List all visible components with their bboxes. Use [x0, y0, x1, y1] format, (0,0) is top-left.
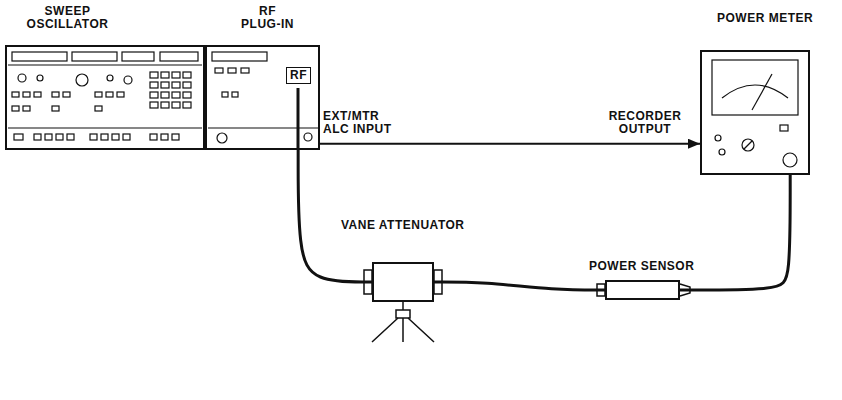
oscillator-panel: [37, 75, 43, 81]
oscillator-panel: [150, 134, 157, 140]
power-meter-face: [712, 60, 798, 115]
oscillator-panel: [107, 75, 113, 81]
oscillator-panel: [8, 127, 202, 128]
oscillator-panel: [52, 106, 59, 111]
oscillator-panel: [90, 134, 97, 140]
attenuator-body: [396, 310, 410, 318]
power-meter-face: [719, 149, 725, 155]
power-meter-face: [744, 141, 752, 149]
oscillator-panel: [14, 134, 23, 140]
oscillator-panel: [67, 134, 74, 140]
oscillator-panel: [172, 102, 180, 108]
oscillator-panel: [112, 134, 119, 140]
oscillator-panel: [172, 92, 180, 98]
oscillator-panel: [12, 52, 67, 61]
oscillator-panel: [183, 102, 191, 108]
oscillator-panel: [23, 106, 30, 111]
plug-in-panel: [228, 68, 236, 73]
power-meter-face: [712, 60, 798, 167]
rf-cable: [434, 282, 605, 290]
power-meter-face: [752, 74, 772, 110]
plug-in-panel: [215, 68, 223, 73]
oscillator-panel: [161, 92, 169, 98]
signal-label: EXT/MTR ALC INPUT: [323, 110, 407, 136]
oscillator-panel: [161, 72, 169, 78]
oscillator-panel: [124, 76, 132, 84]
rf-cable: [297, 88, 300, 150]
oscillator-panel: [101, 134, 108, 140]
oscillator-panel: [150, 82, 158, 88]
oscillator-panel: [123, 134, 130, 140]
rf-cable: [298, 150, 372, 282]
oscillator-panel: [150, 102, 158, 108]
power-meter-face: [780, 125, 788, 131]
power-meter-face: [722, 85, 788, 98]
oscillator-panel: [183, 82, 191, 88]
plug-in-panel: [208, 127, 318, 128]
plug-in-panel: [232, 92, 238, 97]
oscillator-panel: [172, 72, 180, 78]
oscillator-panel: [72, 52, 117, 61]
signal-label: RECORDER OUTPUT: [603, 110, 687, 136]
oscillator-panel: [172, 82, 180, 88]
oscillator-panel: [95, 106, 102, 111]
oscillator-panel: [56, 134, 63, 140]
rf-plug-in: RF PLUG-INRF: [205, 45, 320, 150]
power-meter-face: [742, 139, 754, 151]
plug-in-panel: [304, 133, 312, 141]
oscillator-panel: [45, 134, 52, 140]
oscillator-panel: [95, 92, 102, 97]
power-meter: POWER METER: [700, 50, 810, 175]
oscillator-panel: [34, 92, 41, 97]
oscillator-panel: [161, 82, 169, 88]
port-label: RF: [286, 67, 311, 84]
oscillator-panel: [150, 72, 158, 78]
oscillator-panel: [160, 52, 198, 61]
instrument-name: SWEEP OSCILLATOR: [5, 5, 130, 31]
oscillator-panel: [12, 106, 19, 111]
oscillator-panel: [161, 102, 169, 108]
alc-signal-line: [320, 143, 700, 145]
power-meter-face: [783, 153, 797, 167]
instrument-name: POWER SENSOR: [589, 260, 694, 273]
oscillator-panel: [106, 92, 113, 97]
oscillator-panel: [183, 72, 191, 78]
oscillator-panel: [172, 134, 179, 140]
oscillator-panel: [8, 64, 202, 65]
sweep-oscillator: SWEEP OSCILLATOR: [5, 45, 205, 150]
power-meter-face: [715, 135, 721, 141]
oscillator-panel: [122, 52, 154, 61]
oscillator-panel: [23, 92, 30, 97]
plug-in-panel: [217, 133, 227, 143]
oscillator-panel: [150, 92, 158, 98]
instrument-name: VANE ATTENUATOR: [341, 219, 465, 232]
plug-in-panel: [212, 52, 267, 61]
plug-in-panel: [208, 52, 318, 143]
attenuator-body: [372, 318, 434, 342]
oscillator-panel: [117, 92, 124, 97]
sensor-body: [597, 284, 690, 296]
oscillator-panel: [183, 92, 191, 98]
power-sensor: POWER SENSOR: [605, 280, 680, 300]
vane-attenuator: VANE ATTENUATOR: [372, 262, 434, 302]
oscillator-panel: [8, 52, 202, 140]
oscillator-panel: [18, 74, 26, 82]
attenuator-body: [364, 270, 442, 342]
oscillator-panel: [12, 92, 19, 97]
plug-in-panel: [241, 68, 249, 73]
instrument-name: POWER METER: [717, 12, 813, 25]
oscillator-panel: [63, 92, 70, 97]
oscillator-panel: [161, 134, 168, 140]
oscillator-panel: [34, 134, 41, 140]
instrument-name: RF PLUG-IN: [239, 5, 296, 31]
plug-in-panel: [222, 92, 228, 97]
attenuator-body: [402, 302, 404, 310]
sensor-cable: [680, 175, 790, 290]
oscillator-panel: [52, 92, 59, 97]
oscillator-panel: [76, 74, 88, 86]
